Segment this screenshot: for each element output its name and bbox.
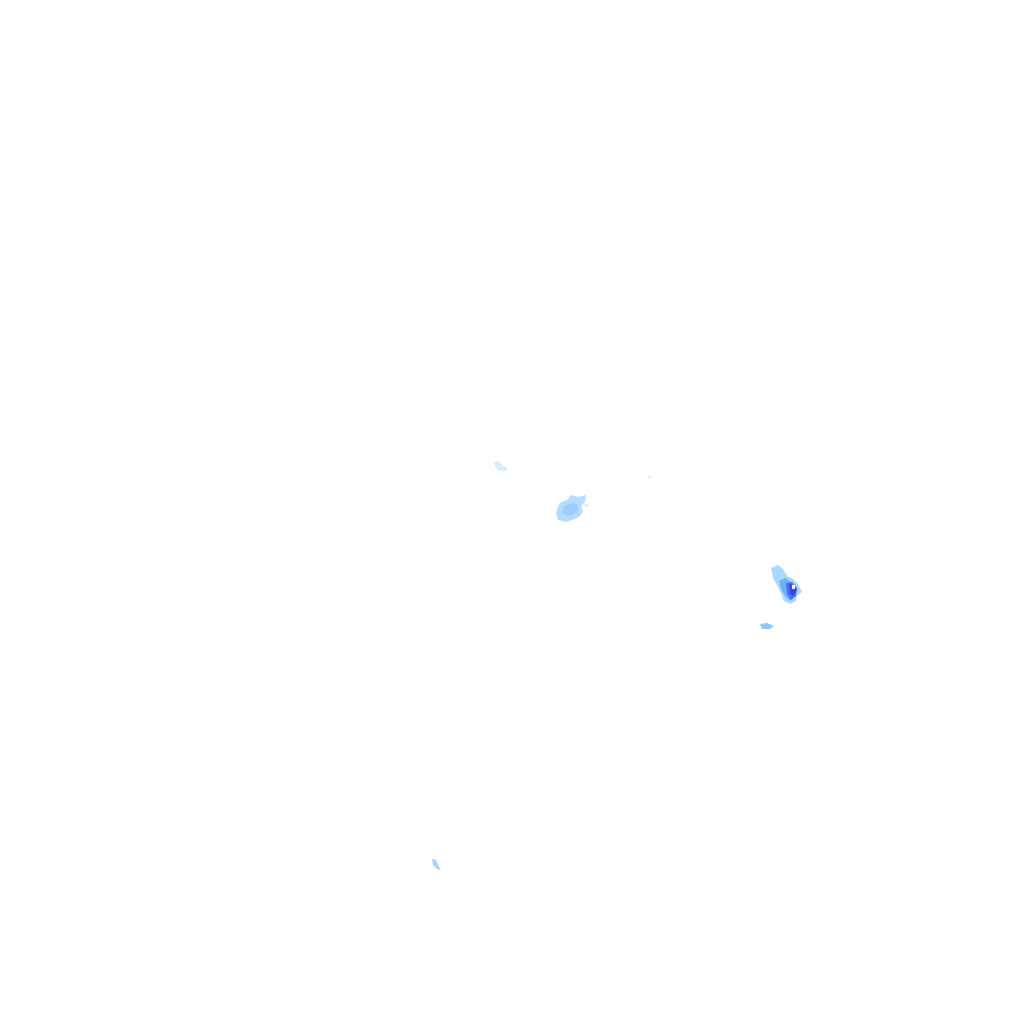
- precipitation-speck: [648, 476, 651, 478]
- precipitation-cell-central: [556, 495, 588, 522]
- storm-core: [792, 585, 795, 589]
- precipitation-cell-south: [432, 859, 441, 870]
- precipitation-cell-east-heavy: [771, 565, 802, 604]
- precipitation-cell-small-north: [494, 461, 508, 471]
- precipitation-cell-east-small: [760, 623, 774, 629]
